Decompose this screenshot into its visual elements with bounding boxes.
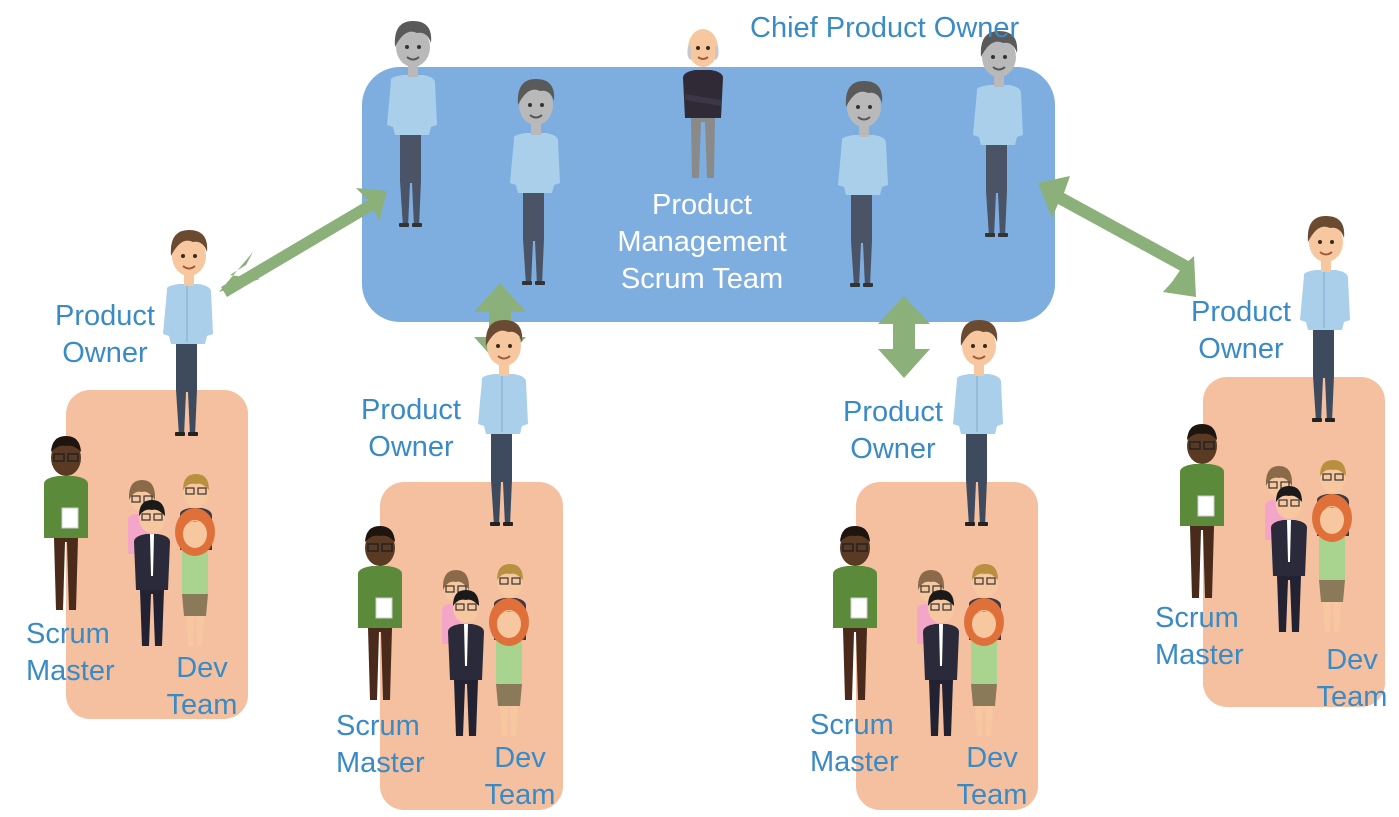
po-label-1: Product Owner	[48, 298, 162, 372]
dev-label-4-line-1: Dev	[1326, 644, 1378, 676]
dev-label-2-line-2: Team	[484, 779, 556, 811]
po-label-1-line-1: Product	[55, 300, 155, 332]
dev-label-4-line-2: Team	[1316, 681, 1388, 713]
arrow-pm-team1	[219, 188, 387, 297]
sm-label-4-line-2: Master	[1155, 639, 1244, 671]
dev-label-1-line-2: Team	[166, 689, 238, 721]
chief-product-owner-label: Chief Product Owner	[750, 12, 1020, 44]
sm-label-2-line-1: Scrum	[336, 710, 420, 742]
sm-label-1-line-2: Master	[26, 655, 115, 687]
po-label-4-line-1: Product	[1191, 296, 1291, 328]
pm-title-line-2: Management	[617, 226, 787, 258]
sm-label-3: Scrum Master	[810, 707, 899, 781]
dev-label-1: Dev Team	[160, 650, 244, 724]
sm-label-2: Scrum Master	[336, 708, 425, 782]
dev-label-3-line-1: Dev	[966, 742, 1018, 774]
pm-title-line-1: Product	[652, 189, 752, 221]
pm-team-title: Product Management Scrum Team	[590, 187, 814, 298]
sm-label-1-line-1: Scrum	[26, 618, 110, 650]
sm-label-3-line-1: Scrum	[810, 709, 894, 741]
pm-title-line-3: Scrum Team	[620, 263, 784, 295]
arrow-pm-team3	[878, 296, 930, 378]
po-label-2: Product Owner	[354, 392, 468, 466]
po-label-3-line-1: Product	[843, 396, 943, 428]
sm-label-1: Scrum Master	[26, 616, 115, 690]
sm-label-2-line-2: Master	[336, 747, 425, 779]
po-label-2-line-1: Product	[361, 394, 461, 426]
dev-label-2: Dev Team	[478, 740, 562, 814]
dev-label-3: Dev Team	[950, 740, 1034, 814]
po-label-1-line-2: Owner	[62, 337, 148, 369]
dev-label-1-line-1: Dev	[176, 652, 228, 684]
arrow-pm-team4	[1038, 176, 1196, 297]
po-label-4-line-2: Owner	[1198, 333, 1284, 365]
po-label-3-line-2: Owner	[850, 433, 936, 465]
dev-label-2-line-1: Dev	[494, 742, 546, 774]
sm-label-3-line-2: Master	[810, 746, 899, 778]
sm-label-4-line-1: Scrum	[1155, 602, 1239, 634]
sm-label-4: Scrum Master	[1155, 600, 1244, 674]
dev-label-3-line-2: Team	[956, 779, 1028, 811]
po-label-3: Product Owner	[836, 394, 950, 468]
po-label-4: Product Owner	[1184, 294, 1298, 368]
dev-label-4: Dev Team	[1310, 642, 1394, 716]
po-label-2-line-2: Owner	[368, 431, 454, 463]
